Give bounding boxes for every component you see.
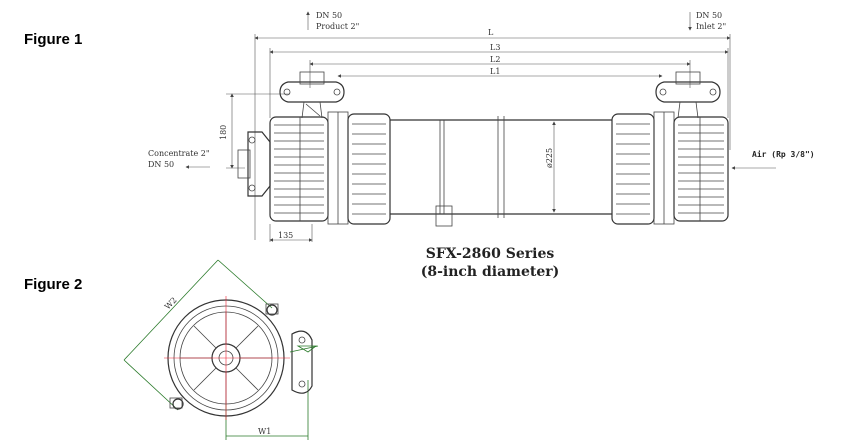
product-size-label: Product 2" [316, 22, 359, 31]
figure-2-label: Figure 2 [24, 276, 83, 293]
dimension-W1: W1 [258, 427, 271, 436]
diagram-caption-title: SFX-2860 Series [425, 246, 555, 262]
figure-1-drawing: DN 50 Product 2" DN 50 Inlet 2" L L3 L2 … [148, 11, 815, 242]
dimension-L3: L3 [490, 43, 500, 52]
product-dn-label: DN 50 [316, 11, 342, 20]
diagram-caption-subtitle: (8-inch diameter) [420, 264, 560, 280]
figure-2-drawing: W2 W1 [123, 259, 319, 440]
dimension-width-135: 135 [278, 231, 293, 240]
product-port-flange [279, 71, 345, 119]
concentrate-size-label: Concentrate 2" [148, 149, 210, 158]
dimension-height-180: 180 [219, 125, 228, 140]
dimension-W2: W2 [163, 296, 179, 312]
left-end-cap [269, 111, 391, 225]
concentrate-port-flange [237, 131, 271, 197]
dimension-L2: L2 [490, 55, 500, 64]
pressure-tube [390, 116, 612, 227]
figure-1-label: Figure 1 [24, 31, 83, 48]
inlet-port-flange [655, 71, 721, 119]
right-end-cap [611, 111, 729, 225]
inlet-dn-label: DN 50 [696, 11, 722, 20]
concentrate-dn-label: DN 50 [148, 160, 174, 169]
dimension-diameter: ø225 [545, 148, 554, 168]
dimension-L1: L1 [490, 67, 500, 76]
air-port-label: Air (Rp 3/8") [752, 149, 815, 159]
dimension-L: L [488, 28, 494, 37]
inlet-size-label: Inlet 2" [696, 22, 726, 31]
